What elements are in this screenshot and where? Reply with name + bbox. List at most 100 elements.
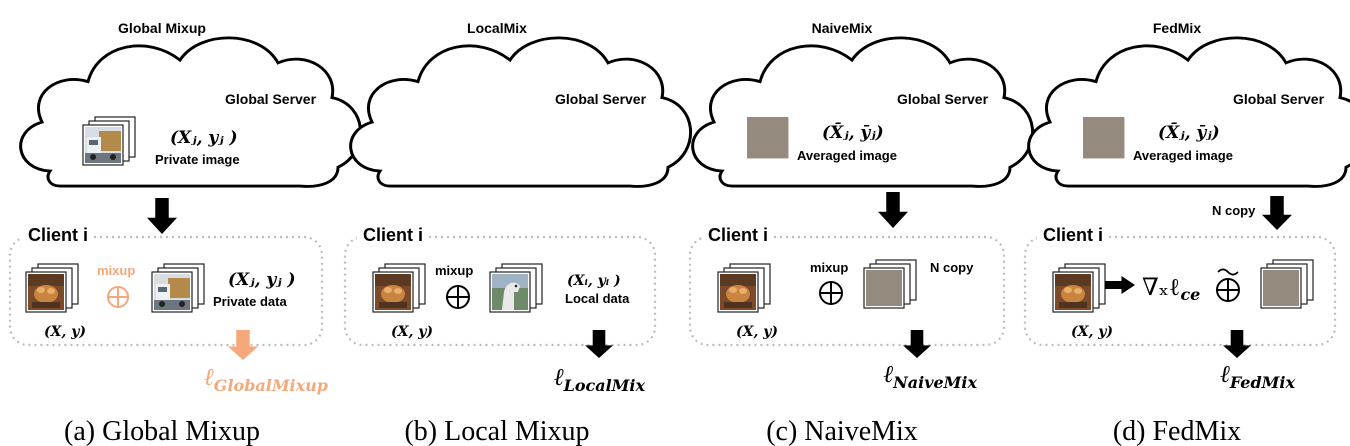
server-label: Global Server xyxy=(897,91,989,107)
client-image-stack xyxy=(717,263,771,313)
server-pair: (Xⱼ, yⱼ ) xyxy=(170,128,238,148)
averaged-image-icon xyxy=(747,117,789,159)
down-arrow-icon xyxy=(1223,330,1251,358)
loss-symbol: ℓ xyxy=(554,363,564,391)
server-image-label: Private image xyxy=(155,152,240,167)
server-image-label: Averaged image xyxy=(797,148,897,163)
right-pair: (Xⱼ, yⱼ ) xyxy=(228,270,296,290)
right-arrow-icon xyxy=(1105,276,1135,294)
mix-label: mixup xyxy=(97,263,135,278)
tilde-mark xyxy=(1217,268,1239,276)
panel-title: LocalMix xyxy=(467,20,527,36)
oplus-icon xyxy=(1216,278,1240,302)
avg-image-icon xyxy=(866,270,902,306)
loss-label: ℓGlobalMixup xyxy=(204,363,328,395)
client-label-bg xyxy=(22,221,92,243)
server-pair: (X̄ⱼ, ȳⱼ) xyxy=(822,122,884,143)
panel-title: FedMix xyxy=(1153,20,1201,36)
frog-image-icon xyxy=(375,274,411,310)
averaged-image-icon xyxy=(1083,117,1125,159)
down-arrow-icon xyxy=(228,330,258,360)
down-arrow-icon xyxy=(903,330,931,358)
loss-symbol: ℓ xyxy=(204,363,214,391)
loss-label: ℓFedMix xyxy=(1220,360,1296,392)
copy-label: N copy xyxy=(1212,203,1256,218)
panel-caption: (d) FedMix xyxy=(1113,416,1241,446)
client-label-bg xyxy=(1037,221,1107,243)
loss-label: ℓLocalMix xyxy=(554,363,646,395)
down-arrow-icon xyxy=(147,198,177,234)
mix-label: mixup xyxy=(435,263,473,278)
server-image-label: Averaged image xyxy=(1133,148,1233,163)
gradient-subscript: ce xyxy=(1180,285,1200,304)
client-pair: (X, y) xyxy=(44,324,86,340)
oplus-icon xyxy=(446,285,470,309)
frog-image-icon xyxy=(1055,274,1091,310)
server-label: Global Server xyxy=(225,91,317,107)
down-arrow-icon xyxy=(585,330,613,358)
cloud-icon xyxy=(691,36,1035,188)
loss-symbol: ℓ xyxy=(883,360,893,388)
gradient-symbol: ∇ₓℓ xyxy=(1142,273,1180,301)
client-label: Client i xyxy=(708,225,768,245)
truck-image-icon xyxy=(85,127,121,163)
n-copy-stack xyxy=(1260,259,1314,309)
oplus-icon xyxy=(107,286,129,308)
avg-image-icon xyxy=(1263,270,1299,306)
frog-image-icon xyxy=(720,274,756,310)
cloud-outline xyxy=(1027,36,1350,188)
loss-subscript: LocalMix xyxy=(563,376,646,395)
client-image-stack xyxy=(25,263,79,313)
down-arrow-icon xyxy=(1262,196,1292,230)
loss-symbol: ℓ xyxy=(1220,360,1230,388)
server-label: Global Server xyxy=(555,91,647,107)
loss-subscript: FedMix xyxy=(1229,373,1296,392)
client-pair: (X, y) xyxy=(391,324,433,340)
mix-label: mixup xyxy=(810,260,848,275)
frog-image-icon xyxy=(28,274,64,310)
panel-caption: (b) Local Mixup xyxy=(404,416,589,446)
client-pair: (X, y) xyxy=(736,324,778,340)
gradient-label: ∇ₓℓce xyxy=(1142,273,1200,304)
truck-image-icon xyxy=(154,274,190,310)
down-arrow-icon xyxy=(878,192,908,228)
client-label: Client i xyxy=(28,225,88,245)
cloud-icon xyxy=(349,36,693,188)
private-data-stack xyxy=(151,263,205,313)
panel-title: NaiveMix xyxy=(812,20,873,36)
panel-caption: (c) NaiveMix xyxy=(766,416,918,446)
cloud-outline xyxy=(349,36,693,188)
server-image-stack xyxy=(82,116,136,166)
local-data-stack xyxy=(489,263,543,313)
client-image-stack xyxy=(372,263,426,313)
client-label-bg xyxy=(702,221,772,243)
server-label: Global Server xyxy=(1233,91,1325,107)
panel-title: Global Mixup xyxy=(118,20,206,36)
right-label: Local data xyxy=(565,291,630,306)
client-box xyxy=(8,235,324,347)
client-box xyxy=(688,235,1006,347)
averaged-image xyxy=(747,117,789,159)
loss-label: ℓNaiveMix xyxy=(883,360,977,392)
loss-subscript: GlobalMixup xyxy=(214,376,328,395)
oplus-icon xyxy=(819,281,843,305)
right-pair: (Xᵢ, yᵢ ) xyxy=(567,273,621,289)
client-pair: (X, y) xyxy=(1071,324,1113,340)
n-copy-stack xyxy=(863,259,917,309)
averaged-image xyxy=(1083,117,1125,159)
client-label: Client i xyxy=(1043,225,1103,245)
client-label-bg xyxy=(357,221,427,243)
copy-label: N copy xyxy=(930,260,974,275)
horse-image-icon xyxy=(492,274,528,310)
loss-subscript: NaiveMix xyxy=(892,373,977,392)
panel-caption: (a) Global Mixup xyxy=(64,416,260,446)
right-label: Private data xyxy=(213,294,287,309)
cloud-outline xyxy=(691,36,1035,188)
cloud-icon xyxy=(1027,36,1350,188)
